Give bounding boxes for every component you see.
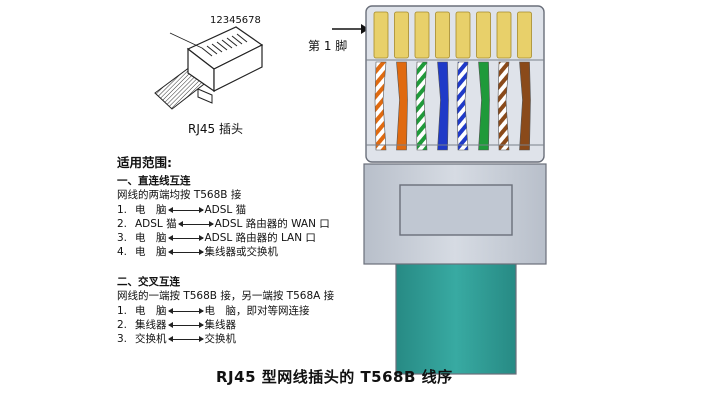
list-item: 4. 电 脑 集线器或交换机 [117, 245, 330, 259]
item-right: 电 脑，即对等网连接 [204, 305, 310, 317]
item-right: 集线器 [204, 319, 237, 331]
gold-pin [394, 11, 409, 59]
small-connector-caption: RJ45 插头 [188, 122, 243, 136]
item-left: 电 脑 [135, 246, 167, 258]
connector-boot [395, 261, 517, 375]
pin1-arrow-icon [332, 24, 369, 34]
wire-4 [437, 61, 449, 151]
item-number: 2. [117, 319, 128, 331]
list-item: 1. 电 脑 ADSL 猫 [117, 203, 330, 217]
straight-subtitle: 网线的两端均按 T568B 接 [117, 189, 242, 201]
item-number: 1. [117, 204, 128, 216]
list-item: 3. 交换机 交换机 [117, 332, 310, 346]
wire-3 [415, 61, 428, 151]
list-item: 3. 电 脑 ADSL 路由器的 LAN 口 [117, 231, 330, 245]
item-number: 1. [117, 305, 128, 317]
item-number: 4. [117, 246, 128, 258]
gold-pin [414, 11, 430, 59]
item-left: 集线器 [135, 319, 167, 331]
gold-pin [517, 11, 532, 59]
list-item: 2. 集线器 集线器 [117, 318, 310, 332]
gold-pin [476, 11, 491, 59]
list-item: 2. ADSL 猫 ADSL 路由器的 WAN 口 [117, 217, 330, 231]
gold-pin [373, 11, 389, 59]
rj45-connector-sketch [154, 26, 264, 110]
cross-title: 二、交叉互连 [117, 276, 180, 288]
item-number: 3. [117, 333, 128, 345]
rj45-connector-large [363, 5, 547, 375]
straight-list: 1. 电 脑 ADSL 猫 2. ADSL 猫 ADSL 路由器的 WAN 口 … [117, 203, 330, 259]
cross-list: 1. 电 脑 电 脑，即对等网连接 2. 集线器 集线器 3. 交换机 交换机 [117, 304, 310, 346]
gold-pin [455, 11, 471, 59]
double-arrow-icon [167, 335, 204, 342]
gold-pins [373, 11, 532, 59]
double-arrow-icon [167, 234, 204, 241]
item-left: 电 脑 [135, 204, 167, 216]
pin-numbers-label: 12345678 [210, 15, 261, 26]
double-arrow-icon [167, 248, 204, 255]
wire-6 [478, 61, 490, 151]
double-arrow-icon [167, 321, 204, 328]
scope-heading: 适用范围: [117, 155, 172, 170]
item-number: 3. [117, 232, 128, 244]
item-right: ADSL 路由器的 WAN 口 [214, 218, 330, 230]
item-left: 交换机 [135, 333, 167, 345]
wire-2 [396, 61, 408, 151]
item-number: 2. [117, 218, 128, 230]
connector-latch-window [399, 184, 513, 236]
item-right: 交换机 [204, 333, 237, 345]
footer-title: RJ45 型网线插头的 T568B 线序 [216, 368, 453, 386]
wire-5 [456, 61, 469, 151]
double-arrow-icon [177, 220, 214, 227]
item-left: ADSL 猫 [135, 218, 177, 230]
double-arrow-icon [167, 206, 204, 213]
wire-8 [519, 61, 531, 151]
double-arrow-icon [167, 307, 204, 314]
gold-pin [496, 11, 512, 59]
wire-pairs [374, 61, 531, 151]
straight-title: 一、直连线互连 [117, 175, 191, 187]
item-right: ADSL 路由器的 LAN 口 [204, 232, 316, 244]
list-item: 1. 电 脑 电 脑，即对等网连接 [117, 304, 310, 318]
item-right: 集线器或交换机 [204, 246, 279, 258]
gold-pin [435, 11, 450, 59]
item-right: ADSL 猫 [204, 204, 247, 216]
item-left: 电 脑 [135, 305, 167, 317]
pin1-label: 第 1 脚 [308, 39, 348, 53]
wire-1 [374, 61, 387, 151]
cross-subtitle: 网线的一端按 T568B 接，另一端按 T568A 接 [117, 290, 335, 302]
wire-7 [497, 61, 510, 151]
item-left: 电 脑 [135, 232, 167, 244]
